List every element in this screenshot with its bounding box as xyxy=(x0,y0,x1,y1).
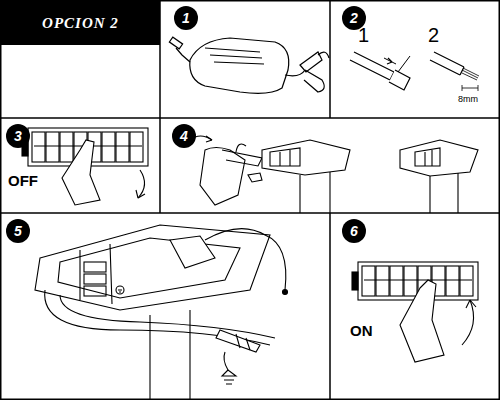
callout-number: 2 xyxy=(428,24,439,47)
step-badge: 3 xyxy=(6,124,30,148)
switch-state: ON xyxy=(350,322,373,339)
step-number: 2 xyxy=(350,10,358,26)
step-badge: 6 xyxy=(342,219,366,243)
step-number: 1 xyxy=(182,10,190,26)
step-badge: 1 xyxy=(174,6,198,30)
step-number: 4 xyxy=(180,128,188,144)
title-band: OPCION 2 xyxy=(1,1,160,45)
switch-state: OFF xyxy=(8,172,38,189)
step-number: 6 xyxy=(350,223,358,239)
step-badge: 5 xyxy=(6,219,30,243)
step-badge: 4 xyxy=(172,124,196,148)
step-number: 3 xyxy=(14,128,22,144)
dimension-label: 8mm xyxy=(458,94,478,104)
callout-number: 1 xyxy=(358,24,369,47)
step-number: 5 xyxy=(14,223,22,239)
